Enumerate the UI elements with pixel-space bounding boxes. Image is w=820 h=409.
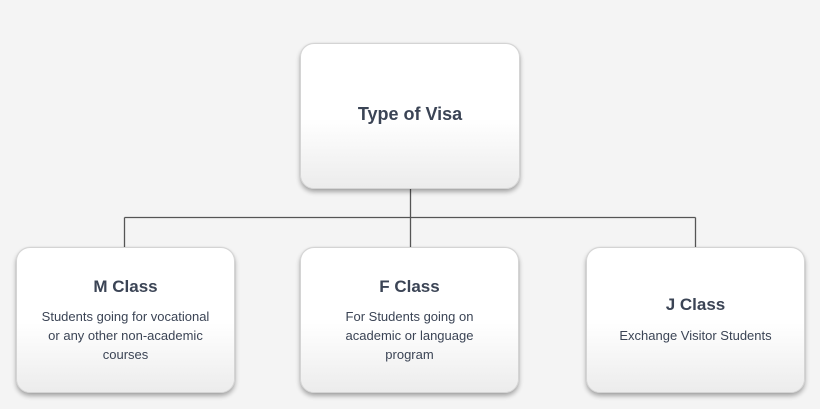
- visa-type-root-node: Type of Visa: [300, 43, 520, 189]
- m-class-title: M Class: [93, 276, 158, 296]
- m-class-node: M Class Students going for vocational or…: [16, 247, 235, 393]
- j-class-description: Exchange Visitor Students: [619, 328, 772, 343]
- root-node-title: Type of Visa: [357, 103, 463, 124]
- f-class-title: F Class: [379, 276, 440, 296]
- j-class-title: J Class: [665, 295, 726, 314]
- f-class-description: For Students going on academic or langua…: [345, 308, 474, 362]
- m-class-description: Students going for vocational or any oth…: [41, 308, 210, 362]
- j-class-node: J Class Exchange Visitor Students: [586, 247, 805, 393]
- f-class-node: F Class For Students going on academic o…: [300, 247, 519, 393]
